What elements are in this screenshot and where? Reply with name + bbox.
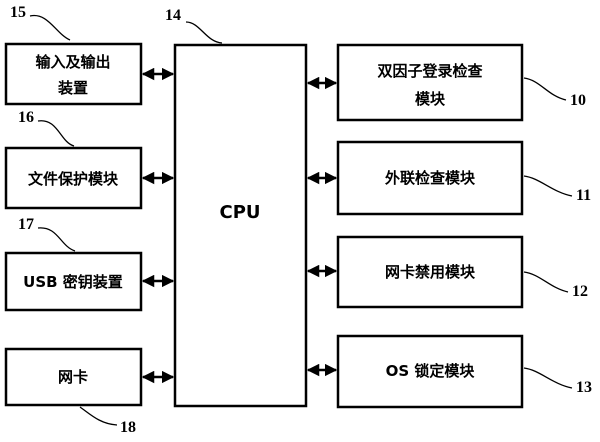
- file-protect-leader-line: [37, 120, 75, 147]
- cpu-label: CPU: [219, 202, 260, 223]
- cpu-leader-line: [185, 21, 223, 44]
- io-device-label-line2: 装置: [57, 79, 88, 97]
- io-device-leader-line: [29, 14, 71, 41]
- two-factor-login-leader-line: [523, 77, 567, 101]
- nic-disable-leader-line: [523, 271, 569, 293]
- cpu-ref-number: 14: [165, 7, 181, 24]
- two-factor-login-ref-number: 10: [570, 92, 586, 109]
- usb-key-label: USB 密钥装置: [23, 273, 123, 291]
- external-link-check-box: [336, 140, 524, 216]
- two-factor-login-label-line2: 模块: [415, 90, 446, 108]
- usb-key-ref-number: 17: [18, 216, 34, 233]
- io-device-label-line1: 输入及输出: [35, 53, 110, 71]
- os-lock-leader-line: [523, 367, 573, 389]
- nic-box: [4, 347, 143, 407]
- nic-label: 网卡: [58, 368, 88, 386]
- cpu-block: [173, 43, 308, 408]
- os-lock-label: OS 锁定模块: [386, 362, 476, 380]
- usb-key-leader-line: [37, 227, 76, 252]
- two-factor-login-box: [336, 43, 524, 122]
- external-link-check-ref-number: 11: [576, 187, 591, 204]
- io-device-box: [4, 42, 143, 106]
- external-link-check-leader-line: [523, 175, 573, 197]
- os-lock-ref-number: 13: [576, 379, 592, 396]
- nic-disable-label: 网卡禁用模块: [385, 263, 476, 281]
- io-device-ref-number: 15: [10, 4, 26, 21]
- nic-leader-line: [79, 406, 118, 426]
- usb-key-box: [4, 251, 143, 312]
- os-lock-box: [336, 334, 524, 409]
- nic-disable-box: [336, 235, 524, 309]
- file-protect-label: 文件保护模块: [28, 170, 119, 188]
- file-protect-ref-number: 16: [18, 109, 34, 126]
- external-link-check-label: 外联检查模块: [384, 169, 476, 187]
- file-protect-box: [4, 146, 143, 210]
- nic-disable-ref-number: 12: [572, 283, 588, 300]
- nic-ref-number: 18: [120, 419, 136, 436]
- two-factor-login-label-line1: 双因子登录检查: [377, 62, 483, 80]
